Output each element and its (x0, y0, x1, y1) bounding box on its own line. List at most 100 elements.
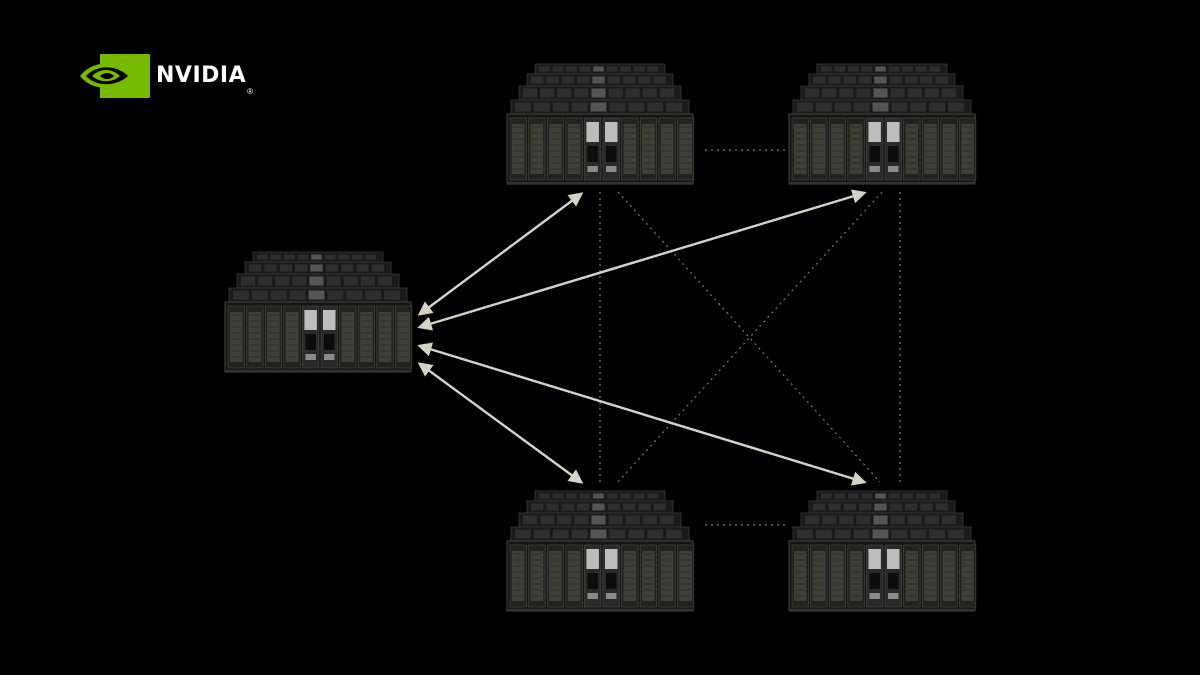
chassis-slot (552, 102, 569, 112)
chassis-slot (948, 529, 964, 539)
blade-grille (794, 551, 807, 601)
chassis-slot (591, 88, 606, 98)
blade-panel-dark (869, 146, 880, 162)
chassis-slot (929, 102, 946, 112)
chassis-slot (365, 290, 382, 300)
chassis-slot (821, 66, 832, 72)
chassis-slot (365, 254, 376, 260)
chassis-slot (861, 66, 873, 72)
chassis-slot (561, 76, 574, 84)
blade-panel-dark (888, 146, 899, 162)
blade-grille (285, 312, 299, 362)
blade-panel-dark (606, 146, 617, 162)
chassis-slot (620, 66, 631, 72)
blade-grille (642, 551, 655, 601)
chassis-slot (346, 290, 363, 300)
blade-grille (924, 551, 937, 601)
chassis-slot (907, 88, 922, 98)
chassis-slot (839, 515, 854, 525)
chassis-slot (628, 529, 645, 539)
chassis-slot (843, 503, 856, 511)
chassis-slot (905, 76, 918, 84)
chassis-slot (310, 264, 323, 272)
chassis-slot (275, 276, 290, 286)
chassis-slot (647, 102, 664, 112)
chassis-slot (888, 66, 900, 72)
chassis-slot (552, 493, 564, 499)
chassis-slot (571, 102, 588, 112)
chassis-slot (874, 76, 887, 84)
chassis-slot (915, 66, 927, 72)
chassis-slot (324, 254, 336, 260)
chassis-slot (935, 76, 948, 84)
blade-panel-dark (606, 573, 617, 589)
blade-grille (905, 551, 919, 601)
chassis-slot (309, 276, 324, 286)
chassis-slot (843, 76, 856, 84)
chassis-slot (828, 76, 841, 84)
chassis-slot (384, 290, 400, 300)
chassis-slot (606, 66, 618, 72)
chassis-slot (625, 515, 640, 525)
chassis-slot (633, 66, 645, 72)
chassis-slot (889, 503, 902, 511)
chassis-slot (284, 254, 295, 260)
arrow-links (417, 189, 867, 486)
chassis-slot (295, 264, 308, 272)
blade-grille (942, 124, 956, 174)
arrow-link-hub-top-right (417, 189, 867, 331)
chassis-slot (828, 503, 841, 511)
chassis-slot (608, 515, 623, 525)
chassis-slot (577, 76, 590, 84)
chassis-slot (311, 254, 322, 260)
blade-panel-dark (587, 573, 598, 589)
chassis-slot (546, 76, 559, 84)
server-base (789, 182, 975, 184)
chassis-slot (533, 529, 550, 539)
server-base (507, 182, 693, 184)
blade-grille (397, 312, 410, 362)
blade-grille (924, 124, 937, 174)
server-base (507, 609, 693, 611)
chassis-slot (279, 264, 292, 272)
chassis-slot (557, 88, 572, 98)
blade-panel (887, 122, 900, 142)
blade-panel-dark (324, 334, 335, 350)
server-base (789, 609, 975, 611)
chassis-slot (270, 254, 282, 260)
chassis-slot (873, 88, 888, 98)
chassis-slot (647, 66, 658, 72)
chassis-slot (552, 66, 564, 72)
chassis-slot (338, 254, 349, 260)
chassis-slot (834, 493, 846, 499)
chassis-slot (590, 102, 607, 112)
blade-panel-light (869, 593, 880, 599)
blade-panel-light (888, 166, 899, 172)
chassis-slot (620, 493, 631, 499)
chassis-slot (289, 290, 306, 300)
chassis-slot (609, 529, 626, 539)
chassis-slot (890, 88, 905, 98)
chassis-slot (813, 503, 826, 511)
chassis-slot (890, 515, 905, 525)
blade-panel-dark (869, 573, 880, 589)
chassis-slot (249, 264, 262, 272)
chassis-slot (566, 493, 577, 499)
chassis-slot (935, 503, 948, 511)
chassis-slot (326, 276, 341, 286)
chassis-slot (577, 503, 590, 511)
blade-panel-light (587, 166, 598, 172)
chassis-slot (609, 102, 626, 112)
blade-panel (605, 549, 618, 569)
chassis-slot (343, 276, 358, 286)
nvidia-eye-icon (78, 52, 150, 100)
chassis-slot (591, 515, 606, 525)
chassis-slot (606, 493, 618, 499)
chassis-slot (822, 515, 837, 525)
chassis-slot (647, 493, 658, 499)
server-nodes (224, 63, 977, 612)
arrow-link-hub-bottom-left (417, 362, 584, 484)
chassis-slot (264, 264, 277, 272)
chassis-slot (540, 515, 555, 525)
